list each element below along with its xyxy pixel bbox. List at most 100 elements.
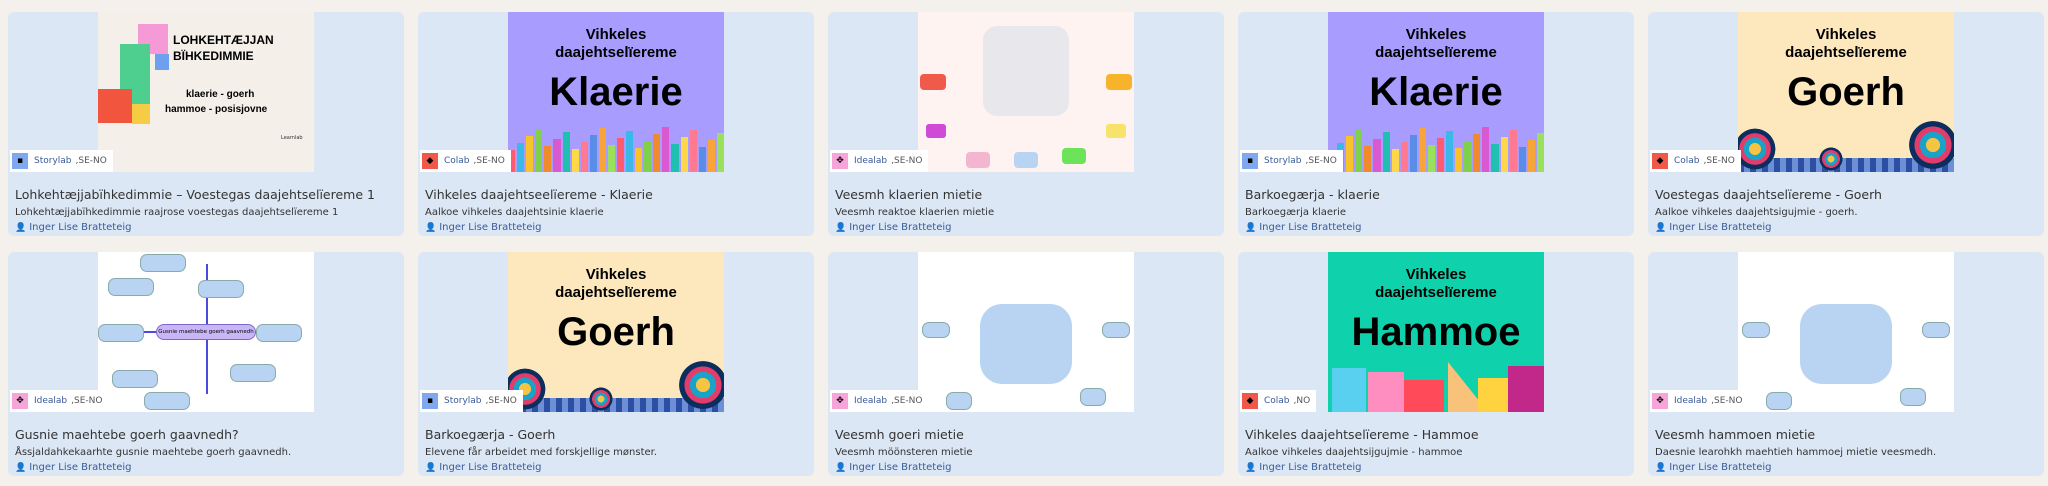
card-title[interactable]: Barkoegærja - klaerie (1245, 187, 1380, 202)
app-name: Idealab (854, 156, 888, 166)
thumbnail: Vihkeles daajehtselïereme Klaerie (1328, 12, 1544, 172)
card-author[interactable]: 👤Inger Lise Bratteteig (425, 222, 541, 233)
thumbnail-area[interactable]: Vihkeles daajehtselïereme Goerh (1648, 12, 2044, 172)
resource-card[interactable]: ✥Idealab,SE-NO Veesmh goeri mietie Veesm… (828, 252, 1224, 476)
app-name: Storylab (34, 156, 72, 166)
locale: ,SE-NO (473, 156, 505, 166)
card-author[interactable]: 👤Inger Lise Bratteteig (835, 462, 951, 473)
card-description: Aalkoe vihkeles daajehtsinie klaerie (425, 207, 604, 218)
app-name: Idealab (34, 396, 68, 406)
resource-card[interactable]: ✥Idealab,SE-NO Veesmh klaerien mietie Ve… (828, 12, 1224, 236)
card-title[interactable]: Vihkeles daajehtseelïereme - Klaerie (425, 187, 653, 202)
card-author[interactable]: 👤Inger Lise Bratteteig (835, 222, 951, 233)
idealab-icon: ✥ (1652, 393, 1668, 409)
resource-card[interactable]: ✥Idealab,SE-NO Veesmh hammoen mietie Dae… (1648, 252, 2044, 476)
card-author[interactable]: 👤Inger Lise Bratteteig (1655, 462, 1771, 473)
card-author[interactable]: 👤Inger Lise Bratteteig (15, 462, 131, 473)
thumb-line: hammoe - posisjovne (165, 104, 268, 115)
thumb-big-word: Goerh (1787, 70, 1905, 114)
card-description: Barkoegærja klaerie (1245, 207, 1347, 218)
colab-icon: ◆ (1652, 153, 1668, 169)
thumbnail-area[interactable] (828, 12, 1224, 172)
app-badge: ◆Colab,SE-NO (1650, 150, 1741, 172)
card-title[interactable]: Veesmh goeri mietie (835, 427, 964, 442)
card-description: Veesmh reaktoe klaerien mietie (835, 207, 995, 218)
resource-card[interactable]: Vihkeles daajehtselïereme Goerh ◆Colab,S… (1648, 12, 2044, 236)
card-title[interactable]: Barkoegærja - Goerh (425, 427, 556, 442)
app-name: Colab (1674, 156, 1700, 166)
resource-card[interactable]: Vihkeles daajehtselïereme Klaerie ◆Colab… (418, 12, 814, 236)
locale: ,SE-NO (71, 396, 103, 406)
resource-card[interactable]: LOHKEHTÆJJAN BÏHKEDIMMIE klaerie - goerh… (8, 12, 404, 236)
card-author[interactable]: 👤Inger Lise Bratteteig (425, 462, 541, 473)
colab-icon: ◆ (1242, 393, 1258, 409)
resource-card[interactable]: Vihkeles daajehtselïereme Klaerie ▪ Story… (1238, 12, 1634, 236)
card-title[interactable]: Voestegas daajehtselïereme - Goerh (1655, 187, 1882, 202)
thumb-big-word: Klaerie (1369, 70, 1503, 114)
author-name: Inger Lise Bratteteig (439, 462, 542, 473)
storylab-icon: ▪ (12, 153, 28, 169)
author-name: Inger Lise Bratteteig (1669, 222, 1772, 233)
card-description: Aalkoe vihkeles daajehtsigujmie - goerh. (1655, 207, 1858, 218)
card-title[interactable]: Gusnie maehtebe goerh gaavnedh? (15, 427, 239, 442)
thumb-heading: Vihkeles daajehtselïereme (555, 26, 677, 61)
author-name: Inger Lise Bratteteig (1259, 462, 1362, 473)
user-icon: 👤 (425, 223, 437, 233)
thumbnail-area[interactable]: LOHKEHTÆJJAN BÏHKEDIMMIE klaerie - goerh… (8, 12, 404, 172)
thumbnail (918, 12, 1134, 172)
card-title[interactable]: Lohkehtæjjabïhkedimmie – Voestegas daaje… (15, 187, 375, 202)
author-name: Inger Lise Bratteteig (849, 462, 952, 473)
user-icon: 👤 (425, 463, 437, 473)
colab-icon: ◆ (422, 153, 438, 169)
thumbnail-area[interactable] (1648, 252, 2044, 412)
resource-grid: LOHKEHTÆJJAN BÏHKEDIMMIE klaerie - goerh… (8, 12, 2044, 476)
locale: ,SE-NO (1711, 396, 1743, 406)
author-name: Inger Lise Bratteteig (849, 222, 952, 233)
thumbnail-area[interactable]: Vihkeles daajehtselïereme Hammoe (1238, 252, 1634, 412)
card-author[interactable]: 👤Inger Lise Bratteteig (1655, 222, 1771, 233)
learnlab-logo: Learnlab (281, 135, 303, 141)
card-author[interactable]: 👤Inger Lise Bratteteig (1245, 462, 1361, 473)
idealab-icon: ✥ (12, 393, 28, 409)
thumb-line: klaerie - goerh (186, 89, 255, 100)
thumbnail-area[interactable]: Vihkeles daajehtselïereme Klaerie (418, 12, 814, 172)
thumb-heading: Vihkeles daajehtselïereme (1375, 266, 1497, 301)
card-description: Veesmh möönsteren mietie (835, 447, 973, 458)
app-badge: ✥ Idealab,SE-NO (10, 390, 109, 412)
thumbnail-area[interactable]: Vihkeles daajehtselïereme Goerh (418, 252, 814, 412)
app-badge: ▪Storylab,SE-NO (1240, 150, 1343, 172)
app-badge: ▪Storylab,SE-NO (10, 150, 113, 172)
thumbnail: Vihkeles daajehtselïereme Goerh (508, 252, 724, 412)
resource-card[interactable]: Vihkeles daajehtselïereme Hammoe ◆Colab,… (1238, 252, 1634, 476)
author-name: Inger Lise Bratteteig (1259, 222, 1362, 233)
card-title[interactable]: Vihkeles daajehtselïereme - Hammoe (1245, 427, 1479, 442)
card-author[interactable]: 👤Inger Lise Bratteteig (15, 222, 131, 233)
app-badge: ✥Idealab,SE-NO (1650, 390, 1749, 412)
card-description: Aalkoe vihkeles daajehtsijgujmie - hammo… (1245, 447, 1463, 458)
storylab-icon: ▪ (1242, 153, 1258, 169)
thumbnail-area[interactable]: Gusnie maehtebe goerh gaavnedh (8, 252, 404, 412)
thumbnail: LOHKEHTÆJJAN BÏHKEDIMMIE klaerie - goerh… (98, 12, 314, 172)
locale: ,NO (1293, 396, 1311, 406)
app-badge: ▪Storylab,SE-NO (420, 390, 523, 412)
thumbnail-area[interactable] (828, 252, 1224, 412)
card-author[interactable]: 👤Inger Lise Bratteteig (1245, 222, 1361, 233)
resource-card[interactable]: Vihkeles daajehtselïereme Goerh ▪Storyla… (418, 252, 814, 476)
app-name: Storylab (1264, 156, 1302, 166)
thumbnail (918, 252, 1134, 412)
card-title[interactable]: Veesmh klaerien mietie (835, 187, 983, 202)
thumb-heading: BÏHKEDIMMIE (173, 49, 254, 63)
card-description: Daesnie learohkh maehtieh hammoej mietie… (1655, 447, 1937, 458)
storylab-icon: ▪ (422, 393, 438, 409)
author-name: Inger Lise Bratteteig (29, 222, 132, 233)
idealab-icon: ✥ (832, 393, 848, 409)
card-description: Åssjaldahkekaarhte gusnie maehtebe goerh… (15, 447, 292, 458)
user-icon: 👤 (15, 463, 27, 473)
locale: ,SE-NO (485, 396, 517, 406)
resource-card[interactable]: Gusnie maehtebe goerh gaavnedh ✥ Idealab,… (8, 252, 404, 476)
app-badge: ✥Idealab,SE-NO (830, 150, 929, 172)
card-title[interactable]: Veesmh hammoen mietie (1655, 427, 1816, 442)
author-name: Inger Lise Bratteteig (29, 462, 132, 473)
thumb-big-word: Klaerie (549, 70, 683, 114)
thumbnail-area[interactable]: Vihkeles daajehtselïereme Klaerie (1238, 12, 1634, 172)
